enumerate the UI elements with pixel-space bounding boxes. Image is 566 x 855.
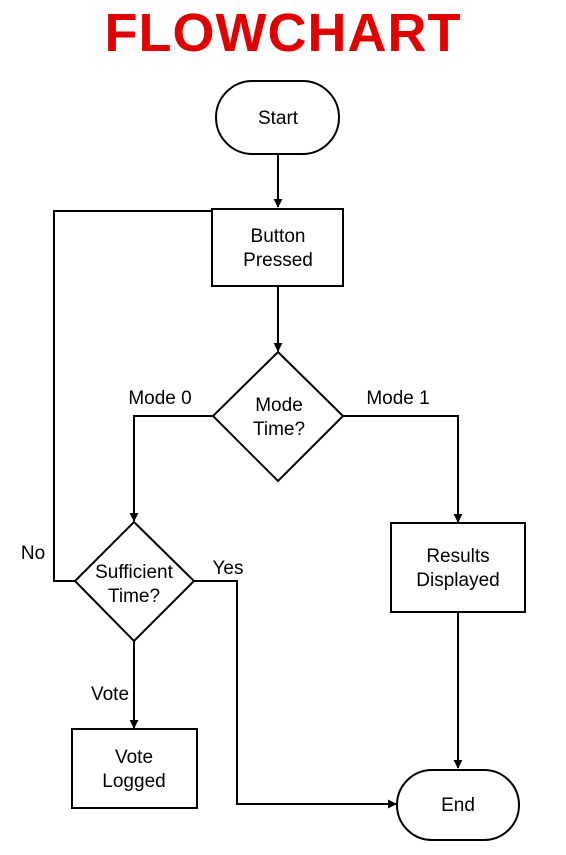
edge-mode-to-results [343, 415, 463, 523]
node-vote-logged: Vote Logged [71, 728, 198, 809]
edge-label-no: No [21, 543, 45, 564]
node-button-pressed: Button Pressed [211, 208, 344, 287]
node-end-label: End [441, 795, 475, 816]
node-start: Start [215, 80, 340, 155]
node-sufficient-time-line2: Time? [108, 586, 160, 607]
edge-sufficient-no-loop [53, 210, 212, 582]
node-mode-decision: Mode Time? [211, 350, 345, 483]
edge-label-mode0: Mode 0 [128, 388, 191, 409]
node-button-pressed-line2: Pressed [243, 250, 313, 271]
node-sufficient-time: Sufficient Time? [73, 520, 196, 643]
node-vote-logged-line2: Logged [102, 771, 165, 792]
edge-labels: Mode 0 Mode 1 No Yes Vote [21, 388, 430, 705]
node-results-displayed: Results Displayed [390, 522, 526, 613]
edge-label-yes: Yes [213, 558, 244, 579]
edge-sufficient-yes-to-end [194, 580, 397, 809]
node-button-pressed-line1: Button [251, 226, 306, 247]
node-results-displayed-line2: Displayed [416, 570, 499, 591]
edge-label-mode1: Mode 1 [366, 388, 429, 409]
node-start-label: Start [258, 108, 299, 129]
node-vote-logged-line1: Vote [115, 747, 153, 768]
node-mode-decision-line2: Time? [253, 419, 305, 440]
node-mode-decision-line1: Mode [255, 395, 303, 416]
edges [53, 155, 463, 809]
edge-label-vote: Vote [91, 684, 129, 705]
page-title: FLOWCHART [104, 3, 462, 63]
node-results-displayed-line1: Results [426, 546, 489, 567]
edge-mode-to-sufficient [129, 415, 213, 522]
node-sufficient-time-line1: Sufficient [95, 562, 174, 583]
node-end: End [396, 769, 520, 841]
